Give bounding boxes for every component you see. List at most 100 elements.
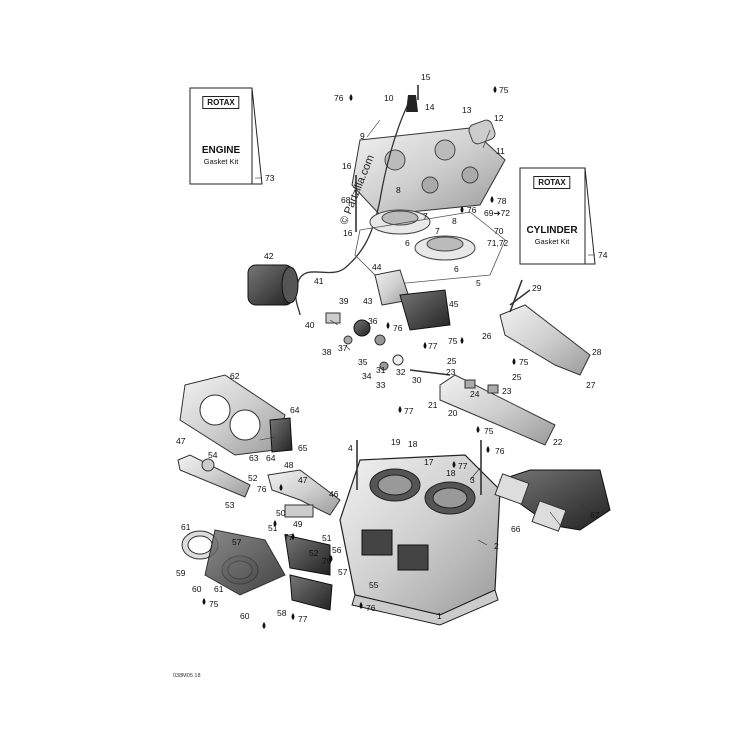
part-label: 18	[446, 468, 456, 478]
part-label: 8	[396, 185, 401, 195]
part-label: 74	[598, 250, 608, 260]
part-label: 39	[339, 296, 349, 306]
part-label: 76	[257, 484, 267, 494]
part-label: 61	[181, 522, 191, 532]
part-label: 1	[437, 611, 442, 621]
part-label: 26	[482, 331, 492, 341]
part-label: 76	[495, 446, 505, 456]
part-label: 57	[232, 537, 242, 547]
part-label: 6	[454, 264, 459, 274]
throttle-body	[179, 374, 293, 456]
part-label: 20	[448, 408, 458, 418]
part-label: 78	[497, 196, 507, 206]
part-label: 58	[277, 608, 287, 618]
part-label: 71,72	[487, 238, 509, 248]
diagram-code: 038M05 18	[173, 673, 201, 679]
part-label: 69➔72	[484, 208, 511, 218]
part-label: 54	[208, 450, 218, 460]
part-label: 63	[249, 453, 259, 463]
cylinder-gasket-kit-card	[519, 167, 596, 265]
part-label: 23	[502, 386, 512, 396]
part-label: 75	[499, 85, 509, 95]
exhaust-manifold	[494, 469, 611, 532]
part-label: 41	[314, 276, 324, 286]
leader-lines	[255, 119, 595, 546]
kit-title: ENGINE	[201, 145, 241, 156]
part-label: 55	[369, 580, 379, 590]
engine-gasket-kit: ROTAX ENGINE Gasket Kit	[192, 90, 250, 182]
part-label: 77	[298, 614, 308, 624]
part-label: 75	[484, 426, 494, 436]
part-label: 45	[449, 299, 459, 309]
part-label: 47	[176, 436, 186, 446]
part-label: 36	[368, 316, 378, 326]
part-label: 57	[338, 567, 348, 577]
part-label: 7	[435, 226, 440, 236]
part-label: 8	[452, 216, 457, 226]
part-label: 32	[396, 367, 406, 377]
part-label: 60	[240, 611, 250, 621]
part-label: 70	[494, 226, 504, 236]
part-label: 77	[428, 341, 438, 351]
part-label: 64	[290, 405, 300, 415]
cylinder-gasket-kit: ROTAX CYLINDER Gasket Kit	[522, 170, 582, 262]
part-label: 3	[470, 475, 475, 485]
part-label: 27	[586, 380, 596, 390]
valve-small-parts	[325, 312, 404, 371]
part-label: 47	[298, 475, 308, 485]
part-label: 23	[446, 367, 456, 377]
part-label: 49	[293, 519, 303, 529]
part-label: 62	[230, 371, 240, 381]
rotax-logo: ROTAX	[533, 176, 571, 189]
part-label: 33	[376, 380, 386, 390]
part-label: 31	[376, 365, 386, 375]
part-label: 7	[423, 211, 428, 221]
part-label: 25	[447, 356, 457, 366]
part-label: 5	[476, 278, 481, 288]
part-label: 24	[470, 389, 480, 399]
part-label: 15	[421, 72, 431, 82]
part-label: 18	[408, 439, 418, 449]
part-label: 52	[309, 548, 319, 558]
part-label: 44	[372, 262, 382, 272]
part-label: 21	[428, 400, 438, 410]
part-label: 9	[360, 131, 365, 141]
adhesive-droplet-icons	[202, 86, 516, 629]
part-label: 68	[341, 195, 351, 205]
part-label: 77	[284, 532, 294, 542]
cylinder-studs	[355, 85, 523, 495]
part-label: 16	[342, 161, 352, 171]
part-label: 59	[176, 568, 186, 578]
valve-rod-assembly	[409, 369, 556, 446]
part-label: 17	[424, 457, 434, 467]
part-label: 30	[412, 375, 422, 385]
part-label: 43	[363, 296, 373, 306]
part-label: 29	[532, 283, 542, 293]
part-label: 51	[268, 523, 278, 533]
part-label: 25	[512, 372, 522, 382]
part-label: 61	[214, 584, 224, 594]
rave-valve-actuator	[374, 269, 451, 331]
part-label: 75	[448, 336, 458, 346]
part-label: 56	[332, 545, 342, 555]
part-label: 13	[462, 105, 472, 115]
part-label: 10	[384, 93, 394, 103]
part-label: 50	[276, 508, 286, 518]
fuel-rail	[177, 454, 251, 498]
spark-plug-cap	[406, 95, 418, 112]
part-label: 16	[343, 228, 353, 238]
part-label: 46	[329, 489, 339, 499]
part-label: 52	[248, 473, 258, 483]
part-label: 51	[322, 533, 332, 543]
part-label: 38	[322, 347, 332, 357]
part-label: 14	[425, 102, 435, 112]
part-label: 77	[458, 461, 468, 471]
kit-subtitle: Gasket Kit	[534, 237, 570, 246]
part-label: 77	[404, 406, 414, 416]
part-label: 22	[553, 437, 563, 447]
mounting-bracket	[267, 469, 341, 518]
engine-gasket-kit-card	[189, 87, 263, 185]
part-label: 65	[298, 443, 308, 453]
head-gaskets	[354, 209, 506, 286]
part-label: 40	[305, 320, 315, 330]
